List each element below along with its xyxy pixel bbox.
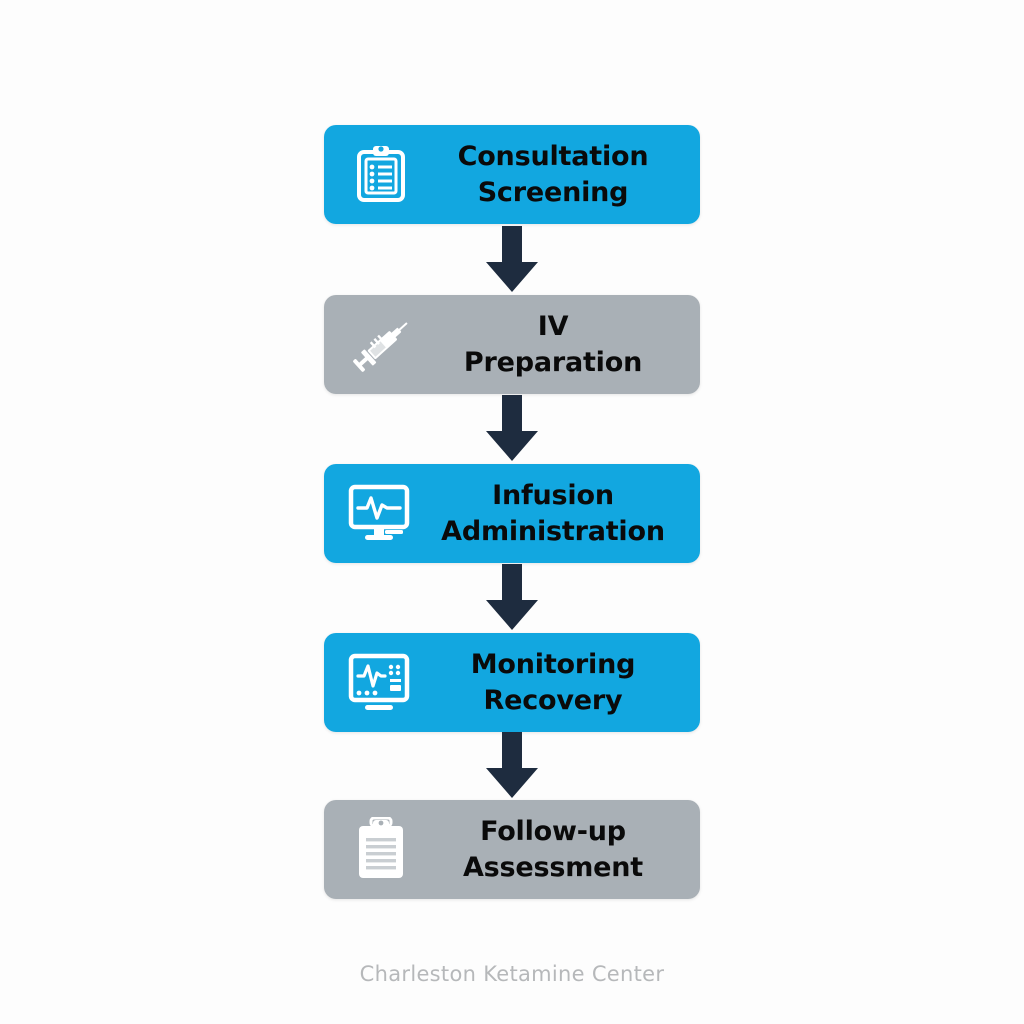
clipboard-checklist-icon <box>342 136 420 214</box>
step-label: Infusion Administration <box>441 480 665 547</box>
step-box-infusion-administration[interactable]: Infusion Administration <box>324 464 700 563</box>
vital-signs-monitor-icon <box>342 644 420 722</box>
step-box-follow-up-assessment[interactable]: Follow-up Assessment <box>324 800 700 899</box>
step-label: Follow-up Assessment <box>462 816 644 883</box>
step-box-monitoring-recovery[interactable]: Monitoring Recovery <box>324 633 700 732</box>
arrow-2-to-3 <box>478 395 546 465</box>
clipboard-lines-icon <box>342 811 420 889</box>
step-box-consultation-screening[interactable]: Consultation Screening <box>324 125 700 224</box>
monitor-heartbeat-icon <box>342 475 420 553</box>
step-box-iv-preparation[interactable]: IV Preparation <box>324 295 700 394</box>
arrow-3-to-4 <box>478 564 546 634</box>
step-label: Consultation Screening <box>457 141 649 208</box>
arrow-1-to-2 <box>478 226 546 296</box>
step-label: IV Preparation <box>463 311 643 378</box>
syringe-icon <box>342 306 420 384</box>
footer-caption: Charleston Ketamine Center <box>359 962 665 986</box>
arrow-4-to-5 <box>478 732 546 802</box>
step-label: Monitoring Recovery <box>470 649 636 716</box>
